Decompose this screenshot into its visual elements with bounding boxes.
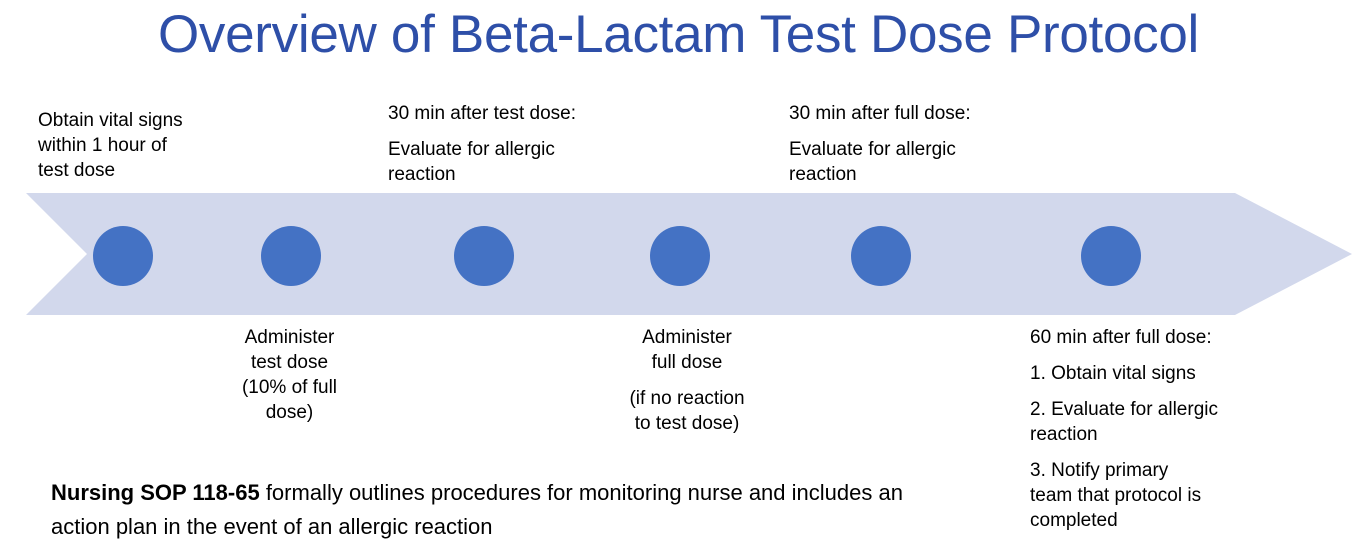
callout-6-line-3: 2. Evaluate for allergic — [1030, 399, 1218, 420]
step-marker-2[interactable] — [261, 226, 321, 286]
callout-2-line-2: Evaluate for allergic — [388, 139, 555, 160]
callout-4-line-1: Administer — [244, 327, 335, 348]
step-marker-1[interactable] — [93, 226, 153, 286]
step-marker-4[interactable] — [650, 226, 710, 286]
callout-step-2: Administer test dose (10% of full dose) — [198, 325, 381, 425]
callout-5-line-2: full dose — [651, 352, 723, 373]
callout-6-line-6: team that protocol is — [1030, 485, 1202, 506]
footnote: Nursing SOP 118-65 formally outlines pro… — [51, 476, 911, 544]
callout-6-line-7: completed — [1030, 510, 1118, 531]
callout-5-line-4: to test dose) — [634, 413, 740, 434]
callout-6-line-1: 60 min after full dose: — [1030, 327, 1212, 348]
callout-4-line-2: test dose — [250, 352, 329, 373]
callout-4-line-3: (10% of full — [241, 377, 338, 398]
callout-1-line-3: test dose — [38, 160, 116, 181]
step-marker-3[interactable] — [454, 226, 514, 286]
callout-step-6: 60 min after full dose: 1. Obtain vital … — [1030, 325, 1240, 533]
callout-step-3: 30 min after test dose: Evaluate for all… — [388, 101, 638, 187]
callout-2-line-1: 30 min after test dose: — [388, 103, 576, 124]
step-marker-6[interactable] — [1081, 226, 1141, 286]
callout-step-4: Administer full dose (if no reaction to … — [592, 325, 782, 436]
callout-6-line-5: 3. Notify primary — [1030, 460, 1169, 481]
callout-6-line-4: reaction — [1030, 424, 1098, 445]
sop-reference: Nursing SOP 118-65 — [51, 480, 260, 505]
page-title: Overview of Beta-Lactam Test Dose Protoc… — [158, 5, 1199, 64]
callout-5-line-1: Administer — [642, 327, 732, 348]
callout-6-line-2: 1. Obtain vital signs — [1030, 363, 1196, 384]
callout-1-line-2: within 1 hour of — [38, 135, 167, 156]
callout-2-line-3: reaction — [388, 164, 456, 185]
callout-step-1: Obtain vital signs within 1 hour of test… — [38, 108, 253, 183]
callout-1-line-1: Obtain vital signs — [38, 110, 183, 131]
step-marker-5[interactable] — [851, 226, 911, 286]
callout-3-line-1: 30 min after full dose: — [789, 103, 971, 124]
callout-3-line-3: reaction — [789, 164, 857, 185]
footnote-body: formally outlines procedures for monitor… — [51, 480, 903, 539]
callout-3-line-2: Evaluate for allergic — [789, 139, 956, 160]
callout-step-5: 30 min after full dose: Evaluate for all… — [789, 101, 1039, 187]
callout-5-line-3: (if no reaction — [629, 388, 745, 409]
callout-4-line-4: dose) — [265, 402, 314, 423]
